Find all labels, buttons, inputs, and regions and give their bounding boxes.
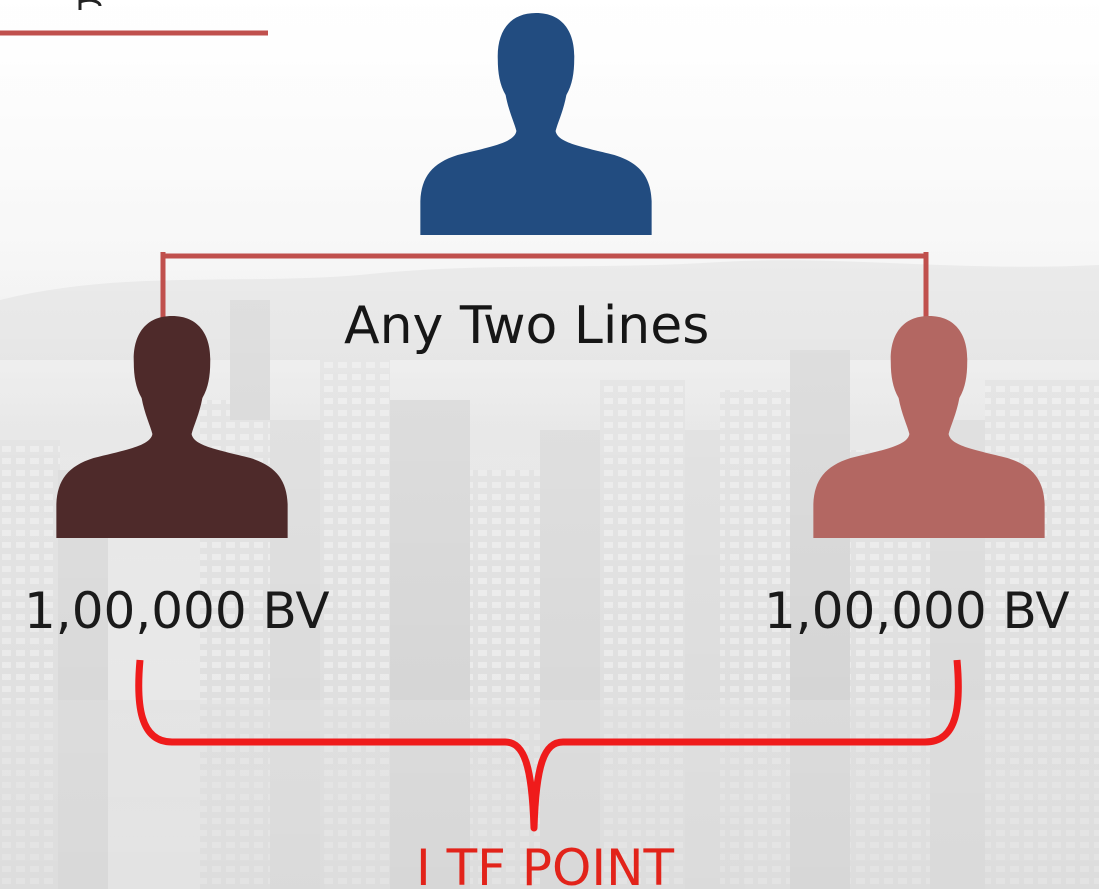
connector-line	[160, 252, 929, 322]
right-bv-label: 1,00,000 BV	[764, 582, 1070, 640]
left-bv-label: 1,00,000 BV	[24, 582, 330, 640]
tf-point-label: I TF POINT	[416, 839, 675, 889]
partial-heading-glyph	[78, 0, 102, 10]
center-label: Any Two Lines	[344, 296, 710, 356]
bottom-bracket	[135, 659, 962, 832]
